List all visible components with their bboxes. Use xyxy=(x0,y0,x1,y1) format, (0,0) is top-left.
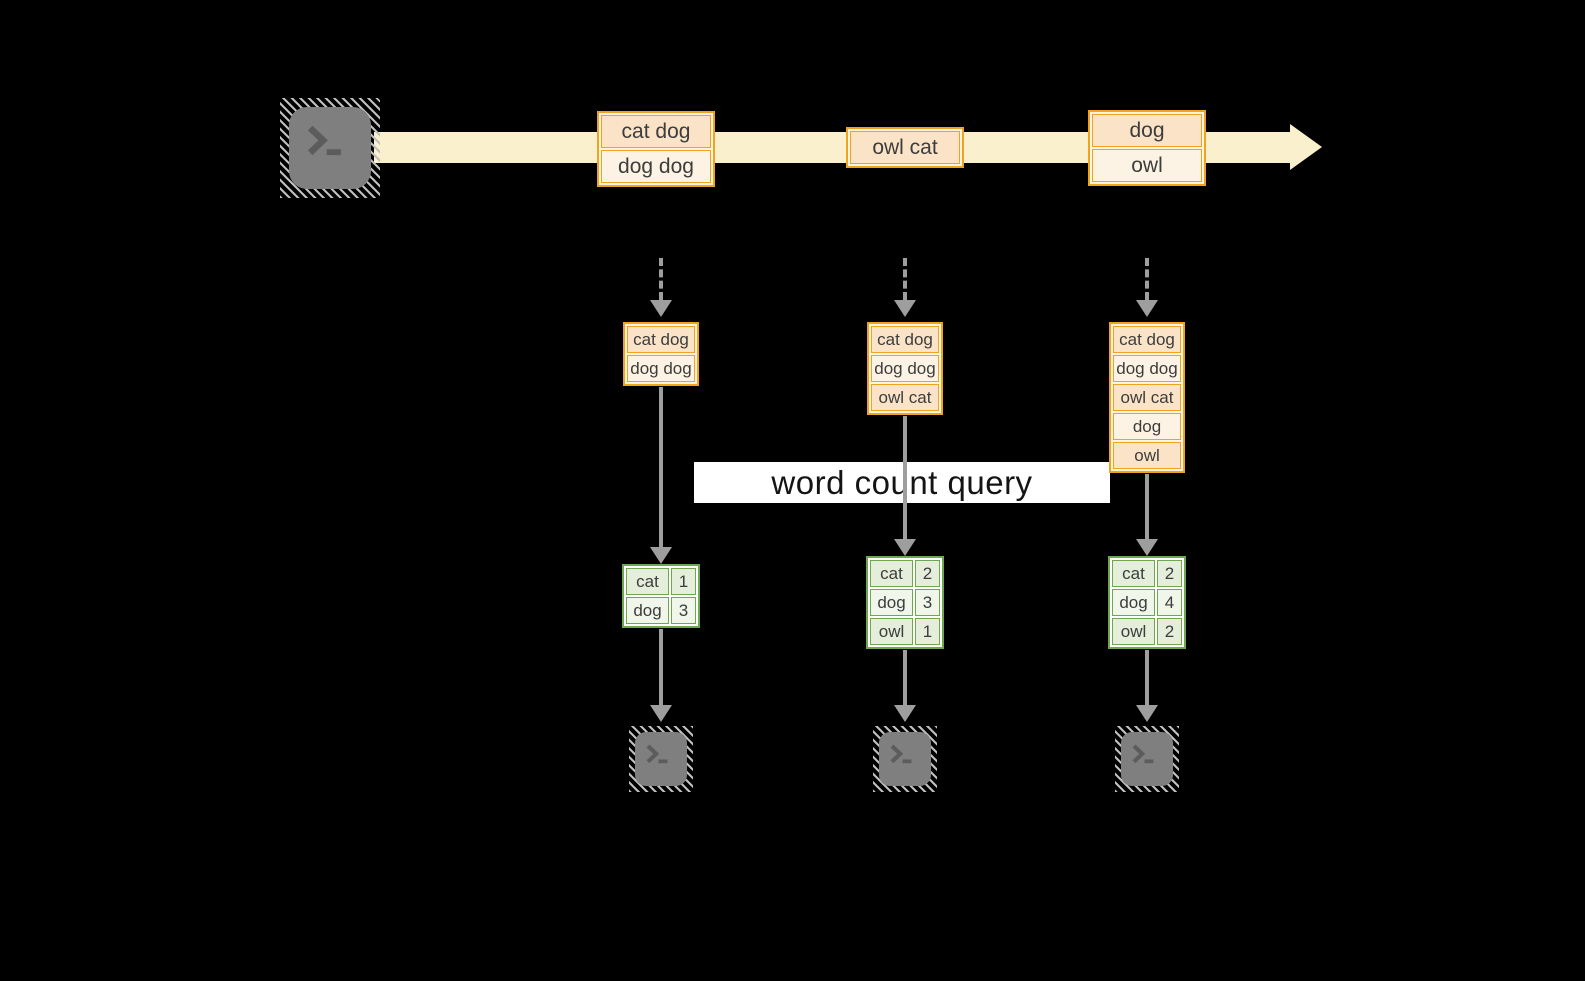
stream-event-box: cat dog dog dog xyxy=(597,111,715,187)
accumulated-records-box: cat dog dog dog xyxy=(623,322,699,386)
terminal-body xyxy=(1121,732,1173,786)
record-row: cat dog xyxy=(1113,326,1181,353)
count-cell: 2 xyxy=(1157,618,1182,645)
record-row: owl xyxy=(1113,442,1181,469)
event-row: cat dog xyxy=(601,115,711,148)
arrow-down-head-icon xyxy=(1136,539,1158,556)
stream-event-box: owl cat xyxy=(846,127,964,168)
terminal-body xyxy=(289,107,371,189)
arrow-down-head-icon xyxy=(1136,705,1158,722)
arrow-down-head-icon xyxy=(1136,300,1158,317)
word-cell: dog xyxy=(1112,589,1155,616)
word-count-table: cat 2 dog 4 owl 2 xyxy=(1108,556,1186,649)
arrow-down-icon xyxy=(903,416,907,540)
word-count-table: cat 2 dog 3 owl 1 xyxy=(866,556,944,649)
arrow-down-head-icon xyxy=(650,547,672,564)
word-cell: dog xyxy=(870,589,913,616)
accumulated-records-box: cat dog dog dog owl cat dog owl xyxy=(1109,322,1185,473)
record-row: dog dog xyxy=(871,355,939,382)
arrow-right-icon xyxy=(1290,124,1322,170)
record-row: cat dog xyxy=(871,326,939,353)
sink-terminal xyxy=(1115,726,1179,792)
count-cell: 2 xyxy=(1157,560,1182,587)
count-cell: 4 xyxy=(1157,589,1182,616)
arrow-down-dashed-icon xyxy=(903,258,907,300)
event-row: dog xyxy=(1092,114,1202,147)
word-cell: owl xyxy=(870,618,913,645)
record-row: dog xyxy=(1113,413,1181,440)
terminal-prompt-icon xyxy=(890,744,912,764)
event-row: owl xyxy=(1092,149,1202,182)
terminal-prompt-icon xyxy=(646,744,668,764)
arrow-down-icon xyxy=(903,650,907,706)
word-count-table: cat 1 dog 3 xyxy=(622,564,700,628)
terminal-prompt-icon xyxy=(1132,744,1154,764)
arrow-down-dashed-icon xyxy=(659,258,663,300)
arrow-down-icon xyxy=(1145,650,1149,706)
sink-terminal xyxy=(629,726,693,792)
count-cell: 3 xyxy=(915,589,940,616)
record-row: dog dog xyxy=(1113,355,1181,382)
arrow-down-icon xyxy=(659,387,663,548)
arrow-down-head-icon xyxy=(894,539,916,556)
sink-terminal xyxy=(873,726,937,792)
word-cell: cat xyxy=(870,560,913,587)
terminal-body xyxy=(879,732,931,786)
event-row: owl cat xyxy=(850,131,960,164)
accumulated-records-box: cat dog dog dog owl cat xyxy=(867,322,943,415)
query-label: word count query xyxy=(771,463,1033,501)
record-row: owl cat xyxy=(1113,384,1181,411)
source-terminal xyxy=(280,98,380,198)
arrow-down-dashed-icon xyxy=(1145,258,1149,300)
count-cell: 1 xyxy=(671,568,696,595)
terminal-body xyxy=(635,732,687,786)
word-cell: owl xyxy=(1112,618,1155,645)
terminal-prompt-icon xyxy=(307,125,341,156)
count-cell: 3 xyxy=(671,597,696,624)
word-cell: cat xyxy=(626,568,669,595)
word-cell: cat xyxy=(1112,560,1155,587)
record-row: cat dog xyxy=(627,326,695,353)
arrow-down-head-icon xyxy=(894,705,916,722)
record-row: dog dog xyxy=(627,355,695,382)
arrow-down-head-icon xyxy=(650,705,672,722)
count-cell: 2 xyxy=(915,560,940,587)
arrow-down-head-icon xyxy=(894,300,916,317)
stream-event-box: dog owl xyxy=(1088,110,1206,186)
arrow-down-icon xyxy=(1145,474,1149,540)
arrow-down-head-icon xyxy=(650,300,672,317)
query-label-band: word count query xyxy=(694,462,1110,503)
event-row: dog dog xyxy=(601,150,711,183)
record-row: owl cat xyxy=(871,384,939,411)
count-cell: 1 xyxy=(915,618,940,645)
arrow-down-icon xyxy=(659,629,663,706)
word-cell: dog xyxy=(626,597,669,624)
